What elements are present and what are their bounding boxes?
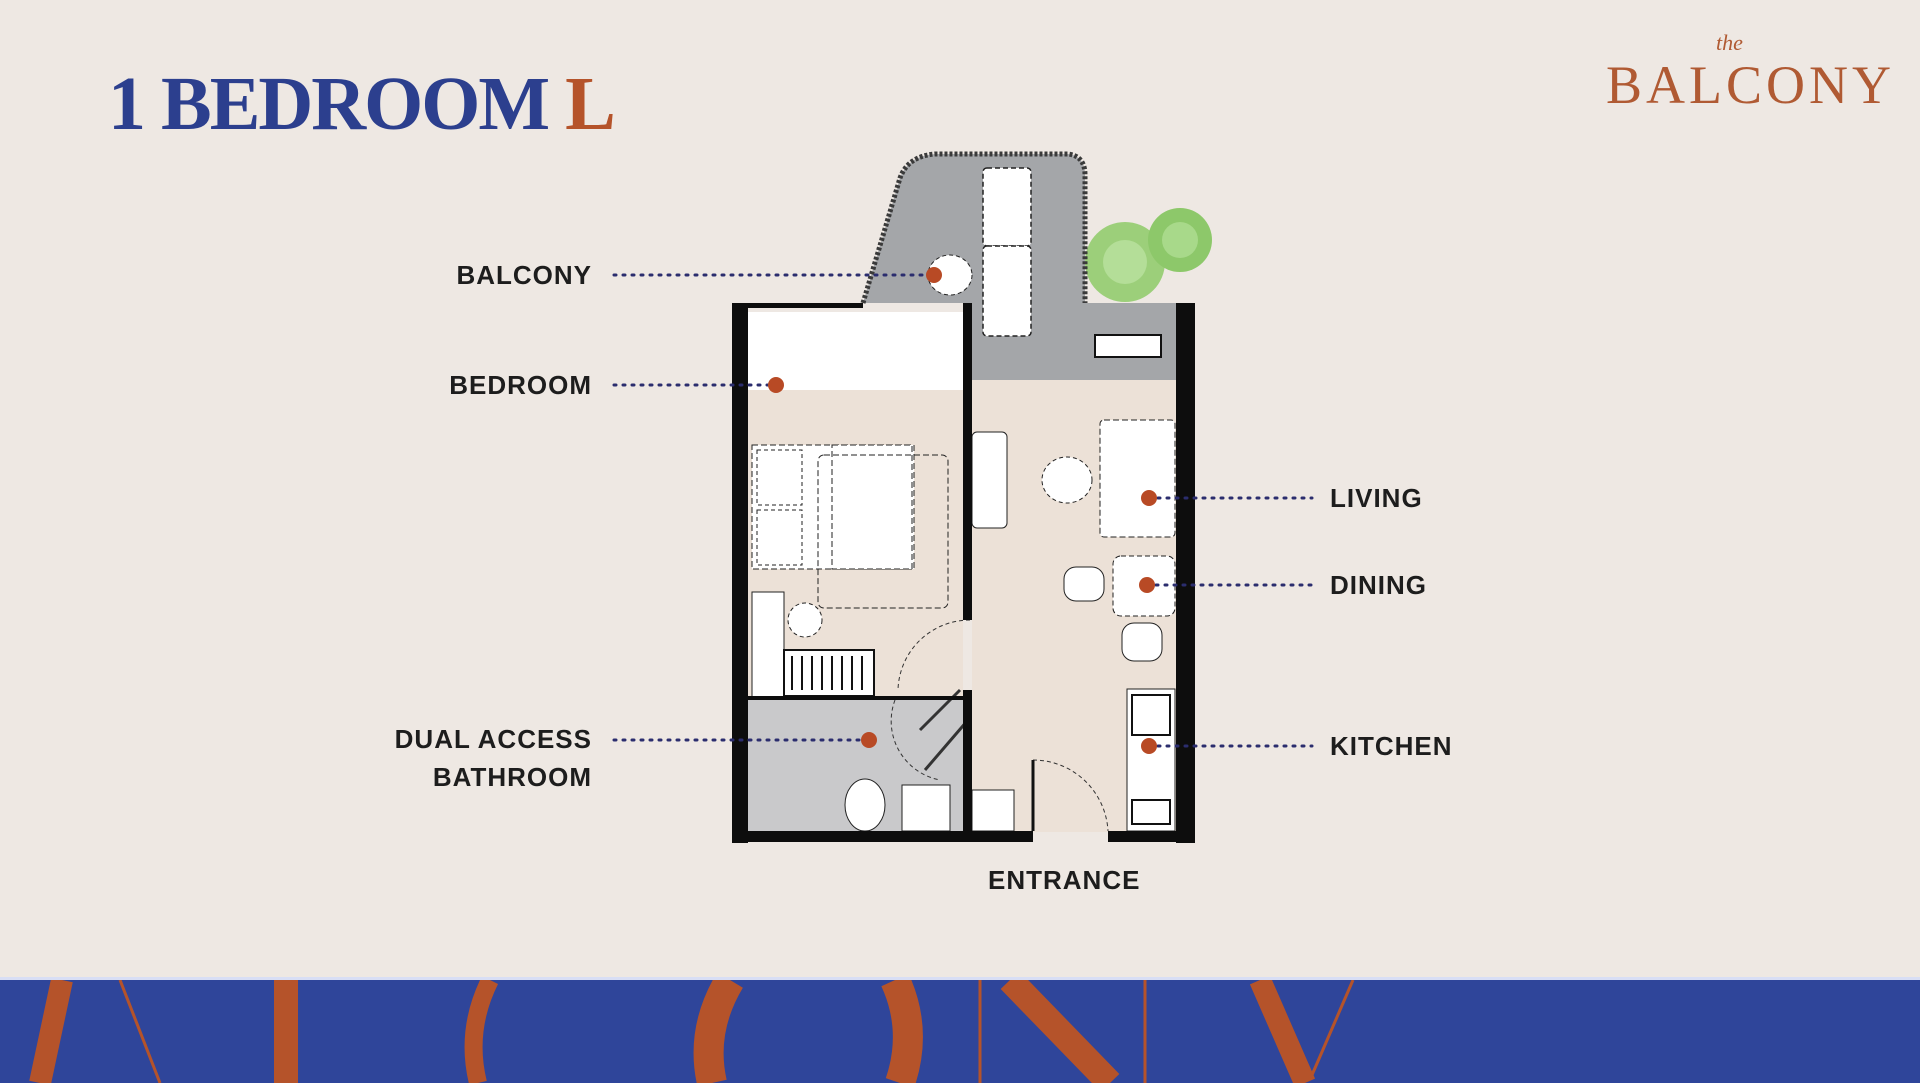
kitchen-sink [1131, 694, 1171, 736]
label-entrance: ENTRANCE [988, 865, 1141, 895]
leader-lines [612, 273, 1314, 748]
toilet [844, 778, 886, 832]
kitchen-counter [1126, 688, 1176, 832]
footer-band [0, 977, 1920, 1083]
coffee-table [1041, 456, 1093, 504]
balcony-parapet [860, 151, 1088, 304]
wardrobe [751, 591, 785, 699]
sun-lounger [982, 167, 1032, 337]
label-bathroom-line2: BATHROOM [432, 762, 592, 792]
marker-balcony [926, 267, 942, 283]
label-dining: DINING [1330, 570, 1427, 600]
shower-screen [923, 719, 970, 771]
label-kitchen: KITCHEN [1330, 731, 1453, 761]
walls [732, 303, 1195, 843]
logo-prefix: the [1716, 30, 1743, 55]
washer [971, 789, 1015, 832]
label-balcony: BALCONY [456, 260, 592, 290]
page-title: 1 BEDROOM L [108, 66, 616, 142]
bathroom-door-swing [890, 699, 941, 781]
bed-pillow [756, 509, 803, 566]
basin [901, 784, 951, 832]
floor-plan [612, 151, 1314, 843]
dining-chair [1063, 566, 1105, 602]
marker-dining [1139, 577, 1155, 593]
stool [787, 602, 823, 638]
hangers [791, 656, 863, 690]
label-bedroom: BEDROOM [449, 370, 592, 400]
entrance-door-swing [1032, 759, 1109, 832]
kitchen-hob [1131, 799, 1171, 825]
hanging-rail [783, 649, 875, 697]
label-living: LIVING [1330, 483, 1423, 513]
marker-bedroom [768, 377, 784, 393]
balcony-ac-unit [1094, 334, 1162, 358]
bed-pillow [756, 449, 803, 506]
band-watermark-lettering [29, 980, 1355, 1083]
tv-unit [971, 431, 1008, 529]
marker-kitchen [1141, 738, 1157, 754]
logo-word: BALCONY [1606, 55, 1896, 115]
brand-logo: the BALCONY [1606, 30, 1891, 116]
marker-living [1141, 490, 1157, 506]
title-main: 1 BEDROOM [108, 62, 550, 146]
marker-bathroom [861, 732, 877, 748]
sofa [1099, 419, 1176, 538]
title-accent: L [565, 62, 616, 146]
tree-icon [1085, 208, 1212, 302]
bed-blanket [831, 444, 913, 570]
dining-chair [1121, 622, 1163, 662]
label-bathroom-line1: DUAL ACCESS [394, 724, 592, 754]
rug [817, 454, 949, 609]
bedroom-window-strip [748, 312, 963, 390]
